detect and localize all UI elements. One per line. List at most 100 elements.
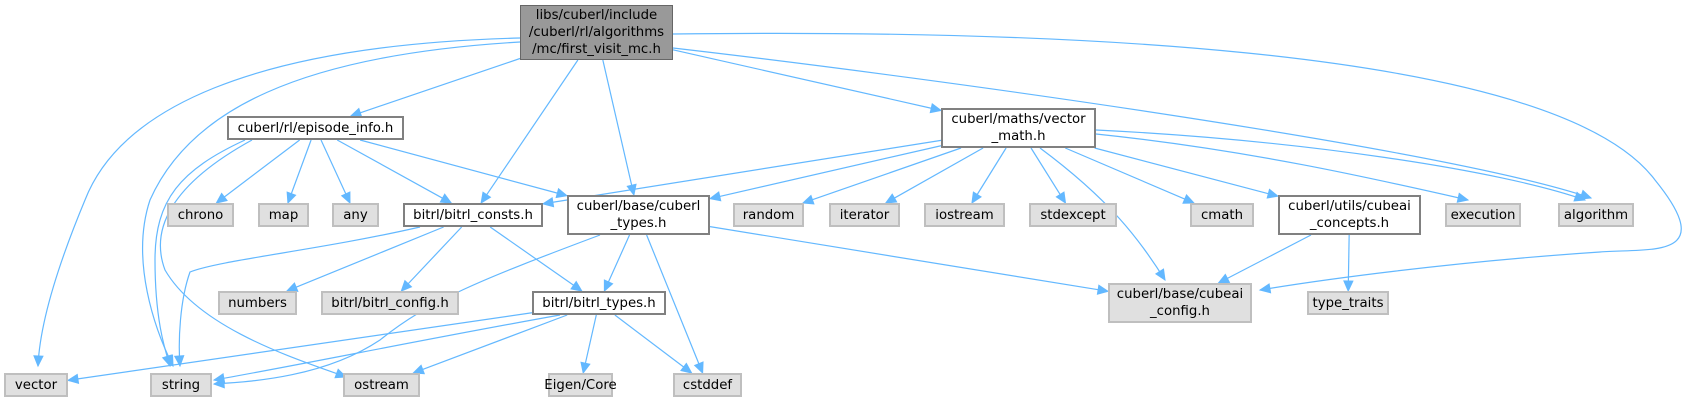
edge-cuberl_types>cstddef-arrowhead <box>693 361 704 375</box>
node-cuberl-types-h[interactable]: cuberl/base/cuberl _types.h <box>567 195 710 235</box>
edge-vector_math>cubeai_config-arrowhead <box>1154 268 1166 282</box>
edge-root-to-bitrl-consts <box>486 59 579 196</box>
edge-cuberl_types>cubeai_config-arrowhead <box>1096 284 1110 295</box>
node-vector-math-h[interactable]: cuberl/maths/vector _math.h <box>941 108 1096 148</box>
edge-root>vector-arrowhead <box>33 355 44 368</box>
node-any: any <box>332 203 379 227</box>
node-numbers: numbers <box>218 291 297 315</box>
edge-episode-info-to-chrono <box>223 139 300 198</box>
edge-bitrl-types-to-cstddef <box>614 314 685 368</box>
node-chrono: chrono <box>167 203 234 227</box>
edge-bitrl_consts>bitrl_types-arrowhead <box>570 280 583 292</box>
edge-episode-info-to-any <box>320 139 347 195</box>
edge-vector_math>cubeai_concepts-arrowhead <box>1266 188 1280 199</box>
edge-root-to-cubeai-config <box>672 32 1682 291</box>
edge-root>algorithm-arrowhead <box>1579 189 1593 200</box>
edge-bitrl_types>vector-arrowhead <box>66 373 80 385</box>
edge-episode_info>map-arrowhead <box>286 191 297 205</box>
edge-vector-math-to-iostream <box>976 147 1007 195</box>
edge-bitrl-consts-to-bitrl-config <box>407 226 463 285</box>
edge-cuberl-types-to-cstddef <box>646 234 700 364</box>
edge-episode_info>any-arrowhead <box>340 191 351 205</box>
node-cubeai-config-h: cuberl/base/cubeai _config.h <box>1108 283 1252 323</box>
edge-root-to-string <box>142 41 521 367</box>
node-cubeai-concepts-h[interactable]: cuberl/utils/cubeai _concepts.h <box>1278 195 1421 235</box>
node-random: random <box>733 203 804 227</box>
edge-vector_math>iterator-arrowhead <box>884 193 898 204</box>
edge-episode_info>cuberl_types-arrowhead <box>555 187 569 199</box>
edge-vector_math>bitrl_consts-arrowhead <box>541 196 555 208</box>
edge-episode-info-to-string <box>154 139 246 367</box>
edge-cuberl_types>bitrl_types-arrowhead <box>603 279 614 293</box>
edge-vector_math>iostream-arrowhead <box>971 191 982 205</box>
edge-episode_info>chrono-arrowhead <box>215 192 228 204</box>
node-bitrl-types-h[interactable]: bitrl/bitrl_types.h <box>532 291 666 315</box>
edge-vector-math-to-bitrl-consts <box>552 139 942 203</box>
node-string: string <box>150 373 212 397</box>
edge-bitrl-types-to-string <box>213 314 561 381</box>
node-episode-info-h[interactable]: cuberl/rl/episode_info.h <box>227 116 404 140</box>
edge-cubeai_concepts>cubeai_config-arrowhead <box>1217 273 1231 284</box>
edge-cubeai-concepts-to-cubeai-config <box>1227 234 1312 279</box>
node-type-traits: type_traits <box>1307 291 1389 315</box>
edge-root-to-algorithm <box>672 47 1592 199</box>
edge-root-to-vector <box>37 37 521 367</box>
node-stdexcept: stdexcept <box>1029 203 1117 227</box>
node-iostream: iostream <box>924 203 1005 227</box>
edge-episode_info>bitrl_consts-arrowhead <box>439 193 453 204</box>
edge-root>cubeai_config-arrowhead <box>1258 283 1272 294</box>
edge-vector-math-to-iterator <box>894 147 984 199</box>
node-execution: execution <box>1445 203 1521 227</box>
edge-root>bitrl_consts-arrowhead <box>480 191 492 205</box>
edge-vector-math-to-stdexcept <box>1030 147 1061 195</box>
edge-cuberl-types-to-string <box>213 234 601 385</box>
edge-vector-math-to-cubeai-concepts <box>1094 147 1269 195</box>
edge-bitrl-consts-to-string <box>178 226 421 367</box>
edge-root-to-episode-info <box>360 57 521 114</box>
edge-vector-math-to-cuberl-types <box>719 145 942 197</box>
edge-root-to-cuberl-types <box>602 59 633 186</box>
edge-root-to-vector-math <box>672 49 932 109</box>
edge-vector-math-to-random <box>812 147 962 201</box>
node-map: map <box>258 203 309 227</box>
edge-vector_math>stdexcept-arrowhead <box>1055 191 1067 205</box>
edge-episode-info-to-map <box>290 139 312 194</box>
node-cmath: cmath <box>1190 203 1254 227</box>
node-ostream: ostream <box>343 373 420 397</box>
edge-vector-math-to-cmath <box>1065 147 1185 200</box>
edge-vector_math>cmath-arrowhead <box>1182 194 1196 204</box>
edge-episode_info>string-arrowhead <box>161 354 172 368</box>
edge-root>cuberl_types-arrowhead <box>626 183 637 197</box>
node-vector: vector <box>4 373 68 397</box>
edge-bitrl-consts-to-numbers <box>295 226 444 288</box>
edge-cuberl-types-to-bitrl-types <box>607 234 631 283</box>
edge-cubeai-concepts-to-type-traits <box>1347 234 1350 282</box>
edge-vector-math-to-algorithm <box>1095 129 1586 201</box>
edge-vector-math-to-cubeai-config <box>1039 147 1166 281</box>
edge-bitrl-types-to-eigen-core <box>584 314 597 364</box>
node-bitrl-consts-h[interactable]: bitrl/bitrl_consts.h <box>403 203 543 227</box>
edge-bitrl_types>string-arrowhead <box>212 373 226 384</box>
edge-vector_math>random-arrowhead <box>801 194 815 205</box>
edge-vector_math>execution-arrowhead <box>1456 192 1470 203</box>
edge-bitrl-types-to-vector <box>77 312 533 380</box>
node-algorithm: algorithm <box>1558 203 1634 227</box>
node-iterator: iterator <box>829 203 900 227</box>
edge-cubeai_concepts>type_traits-arrowhead <box>1343 280 1354 293</box>
edge-vector_math>cuberl_types-arrowhead <box>708 191 722 202</box>
node-bitrl-config-h: bitrl/bitrl_config.h <box>321 291 459 315</box>
node-first-visit-mc-h[interactable]: libs/cuberl/include /cuberl/rl/algorithm… <box>520 5 673 60</box>
edge-episode-info-to-bitrl-consts <box>336 139 443 199</box>
edge-bitrl_types>cstddef-arrowhead <box>680 362 693 374</box>
edge-episode-info-to-ostream <box>159 139 347 378</box>
node-cstddef: cstddef <box>673 373 742 397</box>
edge-bitrl_consts>bitrl_config-arrowhead <box>400 279 413 292</box>
edge-bitrl_consts>string-arrowhead <box>173 355 185 368</box>
edge-vector_math>algorithm-arrowhead <box>1573 191 1587 202</box>
node-eigen-core: Eigen/Core <box>544 373 617 397</box>
edge-vector-math-to-execution <box>1095 133 1469 201</box>
edge-bitrl-consts-to-bitrl-types <box>489 226 574 286</box>
edge-cuberl-types-to-cubeai-config <box>709 226 1099 291</box>
